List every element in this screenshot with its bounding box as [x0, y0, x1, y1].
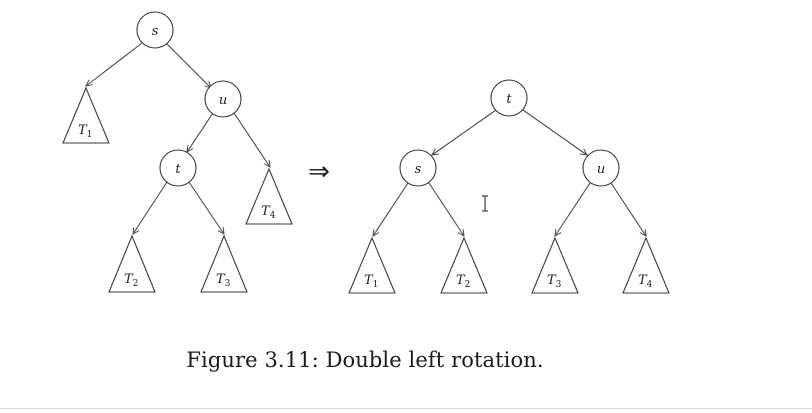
edge-u-to-t4-after — [610, 182, 646, 236]
subtree-t2: T2 — [108, 234, 156, 293]
svg-text:t: t — [506, 92, 512, 107]
edge-u-to-t — [187, 112, 214, 152]
edge-s-to-t1-after — [373, 182, 409, 236]
svg-text:T3: T3 — [547, 273, 562, 290]
svg-text:T1: T1 — [78, 123, 92, 140]
svg-text:T4: T4 — [638, 273, 653, 290]
edge-u-to-t4 — [233, 112, 270, 167]
bottom-divider — [0, 408, 812, 409]
subtree-t3-after: T3 — [531, 236, 579, 294]
node-s: s — [136, 11, 174, 49]
svg-text:T4: T4 — [261, 204, 276, 221]
edge-t-to-t3 — [188, 181, 224, 234]
edge-u-to-t3-after — [555, 182, 591, 236]
edge-t-to-u — [522, 109, 587, 155]
node-s-after: s — [399, 149, 437, 187]
svg-text:u: u — [597, 162, 605, 177]
svg-text:T1: T1 — [364, 273, 378, 290]
svg-text:t: t — [175, 162, 181, 177]
svg-text:u: u — [219, 93, 227, 108]
subtree-t1-after: T1 — [348, 236, 396, 294]
subtree-t3: T3 — [200, 234, 248, 293]
svg-text:T2: T2 — [124, 272, 138, 289]
edge-t-to-t2 — [133, 181, 168, 234]
subtree-t4-after: T4 — [622, 236, 670, 294]
svg-text:T2: T2 — [456, 273, 470, 290]
edge-s-to-t2-after — [428, 182, 464, 236]
svg-text:T3: T3 — [216, 272, 231, 289]
text-cursor-icon — [482, 195, 488, 212]
svg-text:s: s — [415, 162, 422, 177]
svg-text:s: s — [152, 24, 159, 39]
edge-t-to-s — [432, 109, 497, 155]
subtree-t2-after: T2 — [440, 236, 488, 294]
subtree-t4: T4 — [245, 167, 293, 225]
after-tree: T1 T2 T3 T4 t s — [348, 79, 670, 294]
edge-s-to-t1 — [86, 42, 143, 86]
before-tree: T1 T4 T2 T3 s u — [62, 11, 293, 293]
node-t-after: t — [490, 79, 528, 117]
node-u-after: u — [582, 149, 620, 187]
node-t: t — [159, 149, 197, 187]
figure-caption: Figure 3.11: Double left rotation. — [186, 348, 544, 372]
subtree-t1: T1 — [62, 86, 110, 144]
node-u: u — [204, 80, 242, 118]
implies-arrow: ⇒ — [308, 157, 330, 187]
edge-s-to-u — [165, 42, 211, 88]
